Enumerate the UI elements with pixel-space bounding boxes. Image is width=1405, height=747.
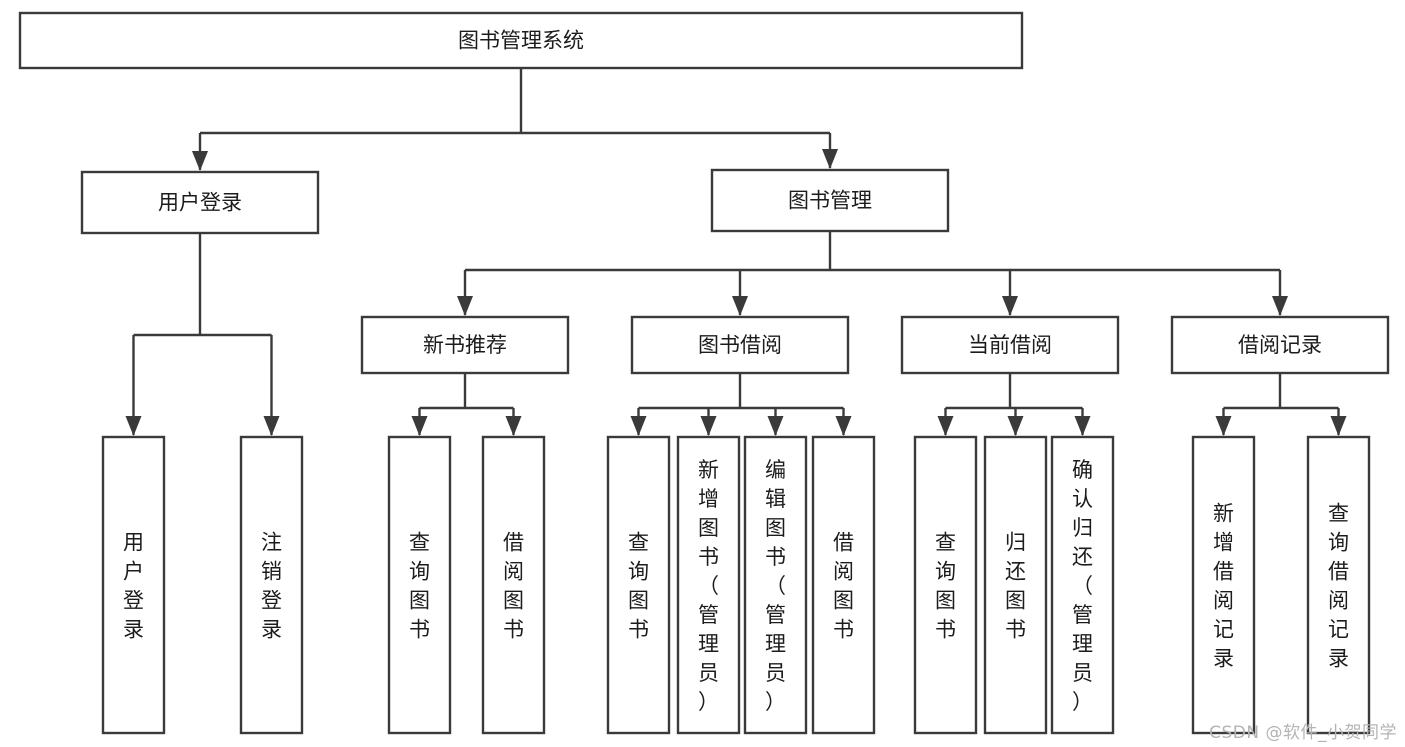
arrow-head-icon bbox=[1272, 296, 1288, 316]
node-leaf-borrow-book-2[interactable]: 借阅图书 bbox=[811, 435, 876, 735]
arrow-head-icon bbox=[1002, 296, 1018, 316]
node-leaf-edit-book[interactable]: 编辑图书（管理员） bbox=[743, 435, 808, 735]
node-leaf-query-book-1-box[interactable] bbox=[387, 435, 452, 735]
arrow-head-icon bbox=[1074, 416, 1091, 436]
node-current-borrow[interactable]: 当前借阅 bbox=[900, 315, 1120, 375]
node-leaf-query-book-1[interactable]: 查询图书 bbox=[387, 435, 452, 735]
node-leaf-query-book-2[interactable]: 查询图书 bbox=[606, 435, 671, 735]
node-leaf-query-record[interactable]: 查询借阅记录 bbox=[1306, 435, 1371, 735]
node-leaf-logout-label: 注销登录 bbox=[261, 531, 282, 642]
node-leaf-return-book[interactable]: 归还图书 bbox=[983, 435, 1048, 735]
arrow-head-icon bbox=[937, 416, 954, 436]
arrow-head-icon bbox=[263, 416, 280, 436]
node-book-manage-label: 图书管理 bbox=[788, 189, 872, 213]
node-leaf-user-login-box[interactable] bbox=[101, 435, 166, 735]
arrow-head-icon bbox=[1007, 416, 1024, 436]
node-user-login-box[interactable] bbox=[80, 170, 320, 235]
node-leaf-borrow-book-1-box[interactable] bbox=[481, 435, 546, 735]
connectors-layer bbox=[125, 68, 1347, 436]
node-leaf-add-record-label: 新增借阅记录 bbox=[1213, 502, 1234, 671]
node-leaf-query-book-2-box[interactable] bbox=[606, 435, 671, 735]
node-leaf-logout[interactable]: 注销登录 bbox=[239, 435, 304, 735]
arrow-head-icon bbox=[1215, 416, 1232, 436]
node-leaf-query-record-box[interactable] bbox=[1306, 435, 1371, 735]
node-book-borrow-label: 图书借阅 bbox=[698, 333, 782, 357]
node-leaf-add-record-box[interactable] bbox=[1191, 435, 1256, 735]
node-leaf-edit-book-label: 编辑图书（管理员） bbox=[765, 458, 786, 714]
node-root-system[interactable]: 图书管理系统 bbox=[18, 11, 1024, 70]
node-new-book-recommend[interactable]: 新书推荐 bbox=[360, 315, 570, 375]
arrow-head-icon bbox=[835, 416, 852, 436]
arrow-head-icon bbox=[411, 416, 428, 436]
arrow-head-icon bbox=[1330, 416, 1347, 436]
node-leaf-add-book[interactable]: 新增图书（管理员） bbox=[676, 435, 741, 735]
node-leaf-query-record-label: 查询借阅记录 bbox=[1328, 502, 1349, 671]
node-leaf-borrow-book-2-box[interactable] bbox=[811, 435, 876, 735]
node-borrow-record-label: 借阅记录 bbox=[1238, 333, 1322, 357]
arrow-head-icon bbox=[125, 416, 142, 436]
node-leaf-confirm-return-label: 确认归还（管理员） bbox=[1072, 458, 1093, 714]
arrow-head-icon bbox=[457, 296, 473, 316]
node-borrow-record[interactable]: 借阅记录 bbox=[1170, 315, 1390, 375]
node-root-system-box[interactable] bbox=[18, 11, 1024, 70]
node-current-borrow-box[interactable] bbox=[900, 315, 1120, 375]
node-current-borrow-label: 当前借阅 bbox=[968, 333, 1052, 357]
nodes-layer: 图书管理系统用户登录图书管理新书推荐图书借阅当前借阅借阅记录用户登录注销登录查询… bbox=[18, 11, 1390, 735]
node-new-book-recommend-box[interactable] bbox=[360, 315, 570, 375]
node-book-borrow-box[interactable] bbox=[630, 315, 850, 375]
node-leaf-add-book-box[interactable] bbox=[676, 435, 741, 735]
node-leaf-confirm-return[interactable]: 确认归还（管理员） bbox=[1050, 435, 1115, 735]
node-leaf-user-login-label: 用户登录 bbox=[123, 531, 144, 642]
node-leaf-return-book-label: 归还图书 bbox=[1005, 531, 1026, 642]
node-leaf-borrow-book-1-label: 借阅图书 bbox=[503, 531, 524, 642]
node-user-login-label: 用户登录 bbox=[158, 191, 242, 215]
node-leaf-confirm-return-box[interactable] bbox=[1050, 435, 1115, 735]
arrow-head-icon bbox=[630, 416, 647, 436]
arrow-head-icon bbox=[192, 151, 208, 171]
node-leaf-logout-box[interactable] bbox=[239, 435, 304, 735]
node-borrow-record-box[interactable] bbox=[1170, 315, 1390, 375]
arrow-head-icon bbox=[822, 149, 838, 169]
arrow-head-icon bbox=[767, 416, 784, 436]
node-new-book-recommend-label: 新书推荐 bbox=[423, 333, 507, 357]
node-leaf-query-book-3[interactable]: 查询图书 bbox=[913, 435, 978, 735]
node-leaf-borrow-book-2-label: 借阅图书 bbox=[833, 531, 854, 642]
node-leaf-query-book-2-label: 查询图书 bbox=[628, 531, 649, 642]
arrow-head-icon bbox=[700, 416, 717, 436]
arrow-head-icon bbox=[732, 296, 748, 316]
node-leaf-add-book-label: 新增图书（管理员） bbox=[698, 458, 719, 714]
node-user-login[interactable]: 用户登录 bbox=[80, 170, 320, 235]
node-leaf-query-book-3-box[interactable] bbox=[913, 435, 978, 735]
node-leaf-return-book-box[interactable] bbox=[983, 435, 1048, 735]
node-leaf-user-login[interactable]: 用户登录 bbox=[101, 435, 166, 735]
node-root-system-label: 图书管理系统 bbox=[458, 29, 584, 53]
node-leaf-borrow-book-1[interactable]: 借阅图书 bbox=[481, 435, 546, 735]
node-leaf-add-record[interactable]: 新增借阅记录 bbox=[1191, 435, 1256, 735]
arrow-head-icon bbox=[505, 416, 522, 436]
node-leaf-query-book-1-label: 查询图书 bbox=[409, 531, 430, 642]
node-book-borrow[interactable]: 图书借阅 bbox=[630, 315, 850, 375]
node-book-manage-box[interactable] bbox=[710, 168, 950, 233]
node-leaf-edit-book-box[interactable] bbox=[743, 435, 808, 735]
watermark-text: CSDN @软件_小贺同学 bbox=[1209, 723, 1397, 743]
node-leaf-query-book-3-label: 查询图书 bbox=[935, 531, 956, 642]
node-book-manage[interactable]: 图书管理 bbox=[710, 168, 950, 233]
